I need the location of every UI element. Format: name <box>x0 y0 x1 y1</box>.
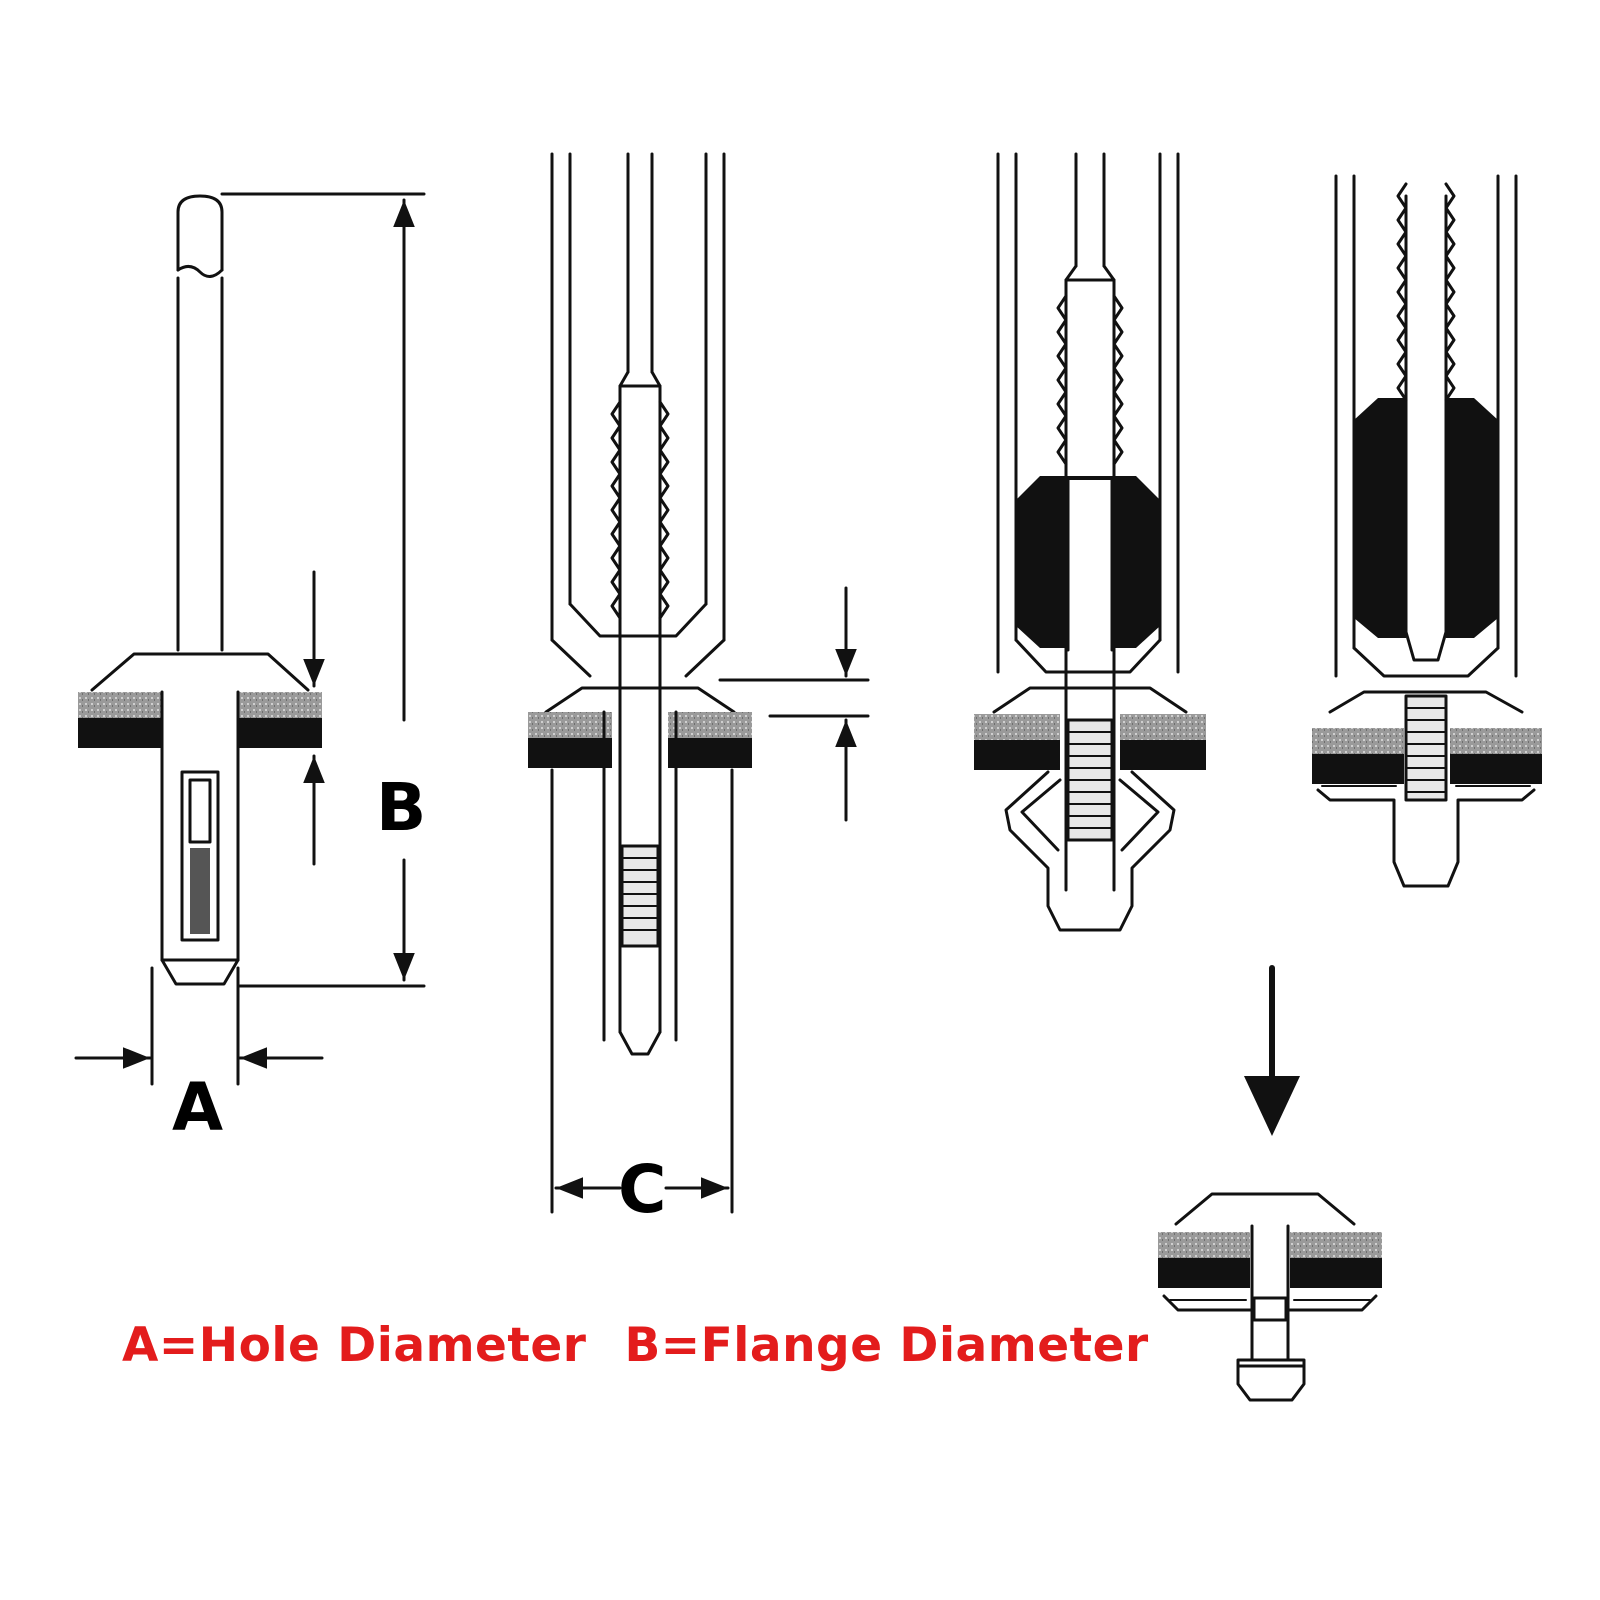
arrow-down-icon <box>1244 965 1300 1136</box>
dimension-label-a: A <box>172 1069 223 1146</box>
dimension-label-b: B <box>376 769 426 846</box>
dimension-label-c: C <box>618 1151 666 1228</box>
rivet-figure-1 <box>74 192 426 1086</box>
rivet-figure-5 <box>1158 1192 1382 1402</box>
rivet-figure-4 <box>1312 174 1542 888</box>
legend-caption: A=Hole Diameter B=Flange Diameter <box>122 1318 1149 1373</box>
rivet-figure-2 <box>528 152 870 1214</box>
legend-hole-diameter: A=Hole Diameter <box>122 1318 587 1373</box>
rivet-figure-3 <box>974 152 1206 932</box>
legend-flange-diameter: B=Flange Diameter <box>624 1318 1149 1373</box>
